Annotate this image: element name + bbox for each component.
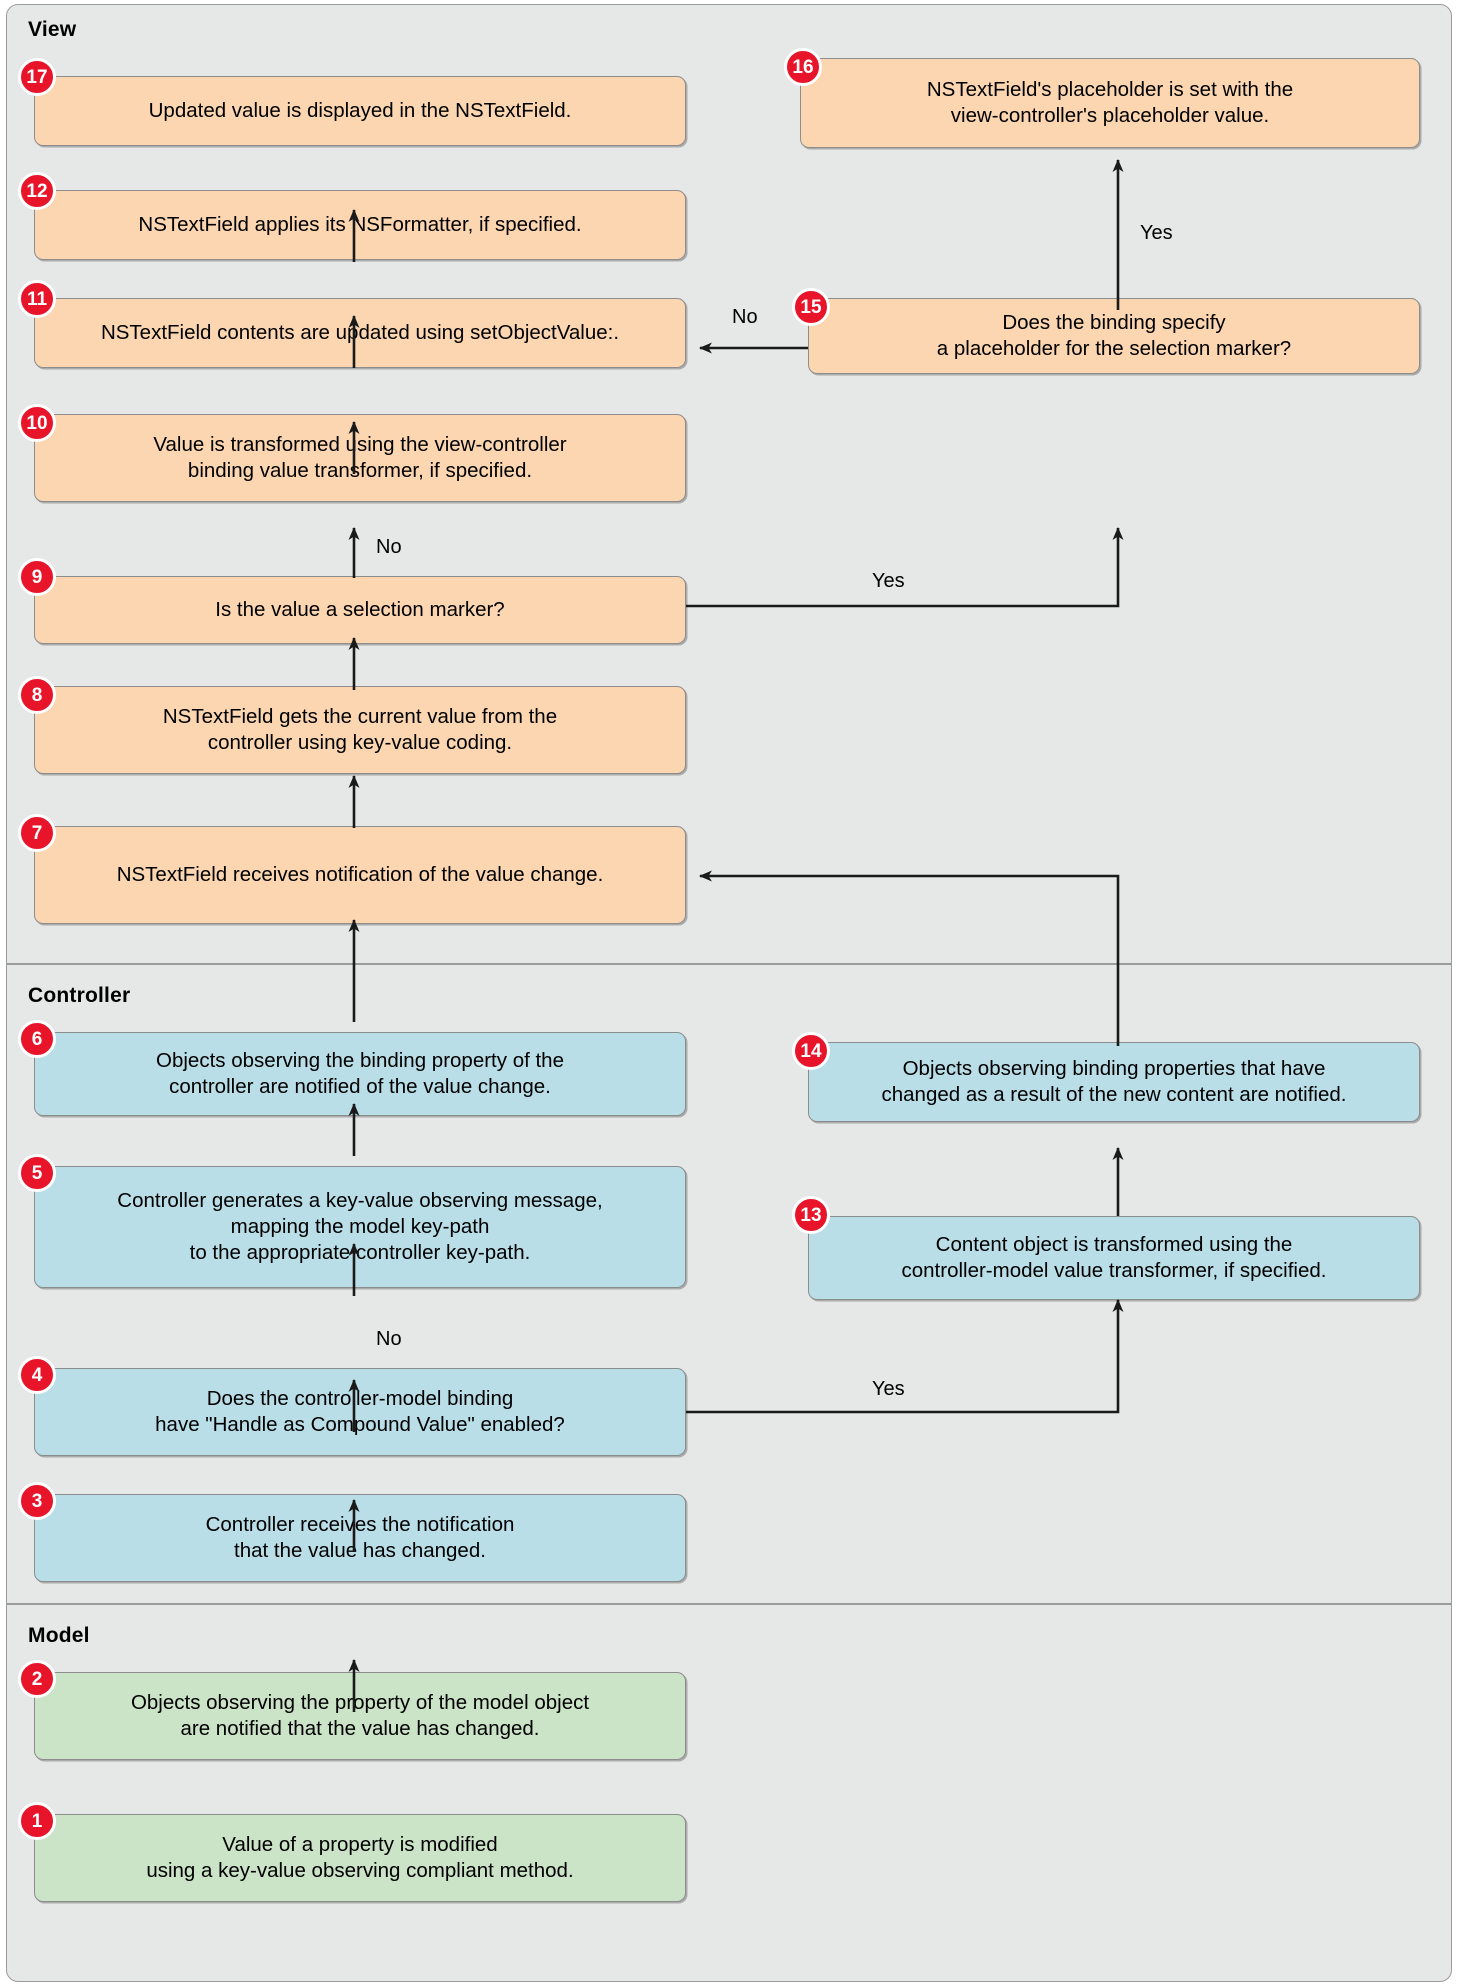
step-badge-17: 17	[18, 58, 56, 96]
section-title-view: View	[28, 18, 77, 41]
step-badge-2: 2	[18, 1660, 56, 1698]
edge-label-no-9-to-10: No	[376, 536, 402, 558]
step-box-7[interactable]: NSTextField receives notification of the…	[34, 826, 686, 924]
edge-label-yes-4-to-13: Yes	[872, 1378, 905, 1400]
step-text-11: NSTextField contents are updated using s…	[100, 320, 620, 344]
edge-label-yes-15-to-16: Yes	[1140, 222, 1173, 244]
step-text-2: Objects observing the property of the mo…	[130, 1690, 590, 1740]
step-badge-10: 10	[18, 404, 56, 442]
step-badge-15: 15	[792, 288, 830, 326]
step-badge-7: 7	[18, 814, 56, 852]
step-badge-9: 9	[18, 558, 56, 596]
step-box-6[interactable]: Objects observing the binding property o…	[34, 1032, 686, 1116]
section-title-controller: Controller	[28, 984, 131, 1007]
step-badge-6: 6	[18, 1020, 56, 1058]
edge-label-yes-9-to-15: Yes	[872, 570, 905, 592]
section-panel-model	[6, 1604, 1452, 1982]
step-text-7: NSTextField receives notification of the…	[116, 862, 604, 886]
step-text-17: Updated value is displayed in the NSText…	[148, 98, 572, 122]
step-text-14: Objects observing binding properties tha…	[881, 1056, 1347, 1106]
section-title-model: Model	[28, 1624, 90, 1647]
step-badge-13: 13	[792, 1196, 830, 1234]
step-badge-14: 14	[792, 1032, 830, 1070]
step-text-5: Controller generates a key-value observi…	[117, 1188, 603, 1265]
step-text-8: NSTextField gets the current value from …	[162, 704, 558, 754]
edge-label-no-4-to-5: No	[376, 1328, 402, 1350]
step-box-2[interactable]: Objects observing the property of the mo…	[34, 1672, 686, 1760]
step-box-5[interactable]: Controller generates a key-value observi…	[34, 1166, 686, 1288]
edge-label-no-15-to-11: No	[732, 306, 758, 328]
step-badge-11: 11	[18, 280, 56, 318]
step-box-17[interactable]: Updated value is displayed in the NSText…	[34, 76, 686, 146]
step-box-9[interactable]: Is the value a selection marker?	[34, 576, 686, 644]
step-badge-3: 3	[18, 1482, 56, 1520]
step-badge-4: 4	[18, 1356, 56, 1394]
step-badge-8: 8	[18, 676, 56, 714]
step-text-16: NSTextField's placeholder is set with th…	[926, 77, 1294, 127]
step-text-12: NSTextField applies its NSFormatter, if …	[138, 212, 582, 236]
step-badge-16: 16	[784, 48, 822, 86]
step-box-11[interactable]: NSTextField contents are updated using s…	[34, 298, 686, 368]
step-text-6: Objects observing the binding property o…	[156, 1048, 564, 1098]
step-badge-12: 12	[18, 172, 56, 210]
step-box-16[interactable]: NSTextField's placeholder is set with th…	[800, 58, 1420, 148]
step-box-8[interactable]: NSTextField gets the current value from …	[34, 686, 686, 774]
step-badge-1: 1	[18, 1802, 56, 1840]
step-text-10: Value is transformed using the view-cont…	[153, 432, 567, 482]
step-box-10[interactable]: Value is transformed using the view-cont…	[34, 414, 686, 502]
step-text-9: Is the value a selection marker?	[215, 597, 505, 621]
step-badge-5: 5	[18, 1154, 56, 1192]
step-box-14[interactable]: Objects observing binding properties tha…	[808, 1042, 1420, 1122]
step-box-12[interactable]: NSTextField applies its NSFormatter, if …	[34, 190, 686, 260]
